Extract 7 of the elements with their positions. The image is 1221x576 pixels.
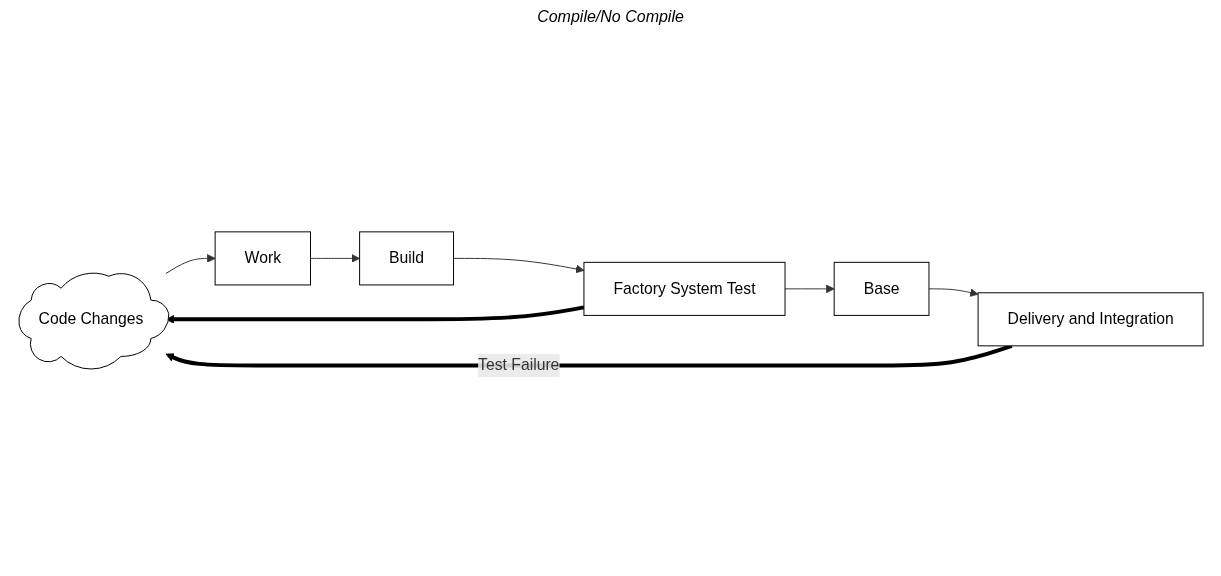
node-box: Delivery and Integration xyxy=(977,292,1204,347)
note-text: Compile/No Compile xyxy=(537,8,684,25)
edge-label: Test Failure xyxy=(477,357,559,374)
node-box: Work xyxy=(214,231,311,286)
node-box: Factory System Test xyxy=(582,262,785,317)
node-box: Build xyxy=(358,231,454,286)
node-box: Base xyxy=(833,262,929,317)
